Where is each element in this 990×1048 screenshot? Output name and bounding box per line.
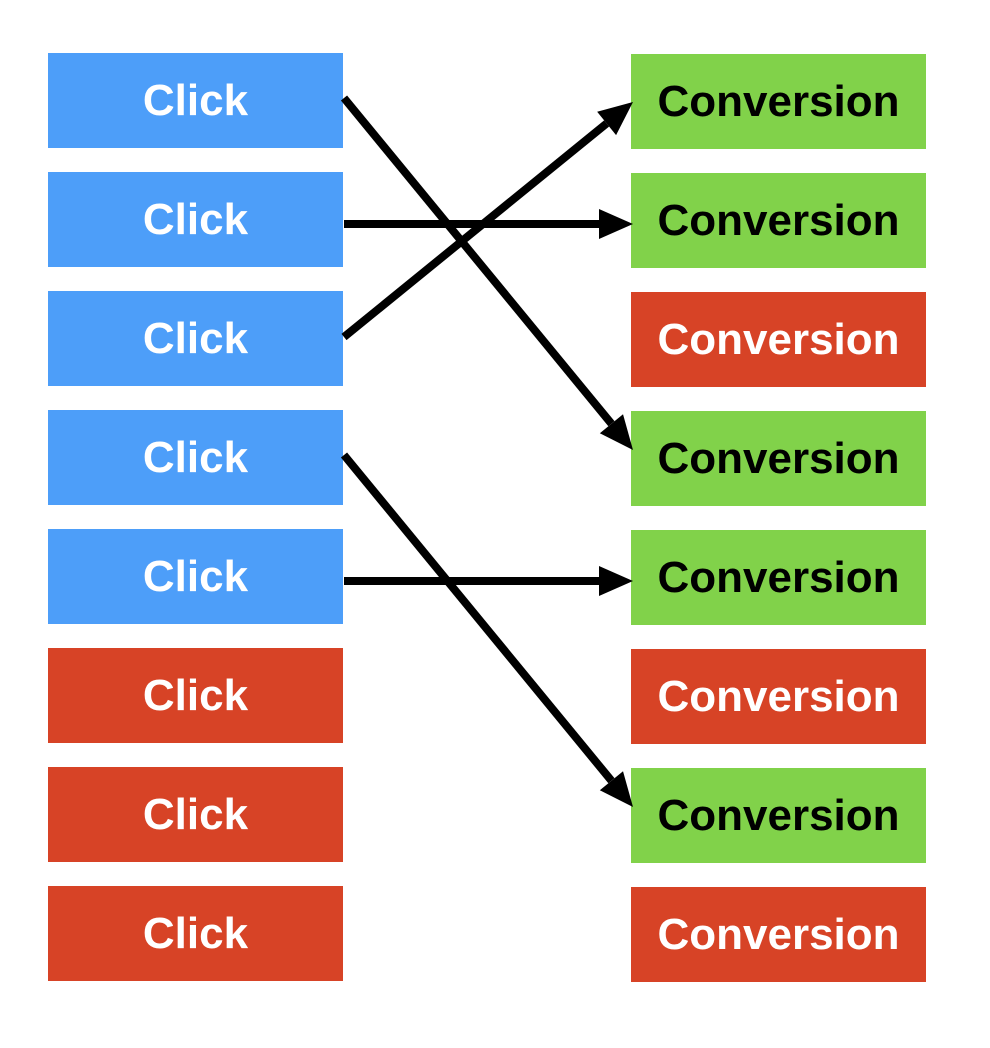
click-label: Click: [142, 551, 249, 601]
arrow-line-1: [340, 95, 615, 427]
click-label: Click: [142, 194, 249, 244]
click-box-7: Click: [48, 767, 343, 862]
conversion-label: Conversion: [657, 552, 900, 602]
conversion-label: Conversion: [657, 433, 900, 483]
conversion-label: Conversion: [657, 314, 900, 364]
arrow-line-3: [341, 120, 610, 341]
click-box-8: Click: [48, 886, 343, 981]
click-label: Click: [142, 908, 249, 958]
conversion-label: Conversion: [657, 671, 900, 721]
click-label: Click: [142, 313, 249, 363]
click-box-1: Click: [48, 53, 343, 148]
conversion-label: Conversion: [657, 909, 900, 959]
conversion-box-8: Conversion: [631, 887, 926, 982]
arrow-head-1: [599, 414, 633, 450]
conversion-label: Conversion: [657, 195, 900, 245]
arrow-head-5: [599, 566, 633, 596]
click-label: Click: [142, 432, 249, 482]
conversion-box-6: Conversion: [631, 649, 926, 744]
click-box-4: Click: [48, 410, 343, 505]
click-label: Click: [142, 789, 249, 839]
click-label: Click: [142, 670, 249, 720]
click-label: Click: [142, 75, 249, 125]
conversion-label: Conversion: [657, 790, 900, 840]
arrow-line-4: [340, 452, 615, 784]
conversion-box-2: Conversion: [631, 173, 926, 268]
conversion-box-1: Conversion: [631, 54, 926, 149]
click-box-3: Click: [48, 291, 343, 386]
arrow-head-3: [597, 102, 633, 136]
click-box-6: Click: [48, 648, 343, 743]
click-box-5: Click: [48, 529, 343, 624]
conversion-box-7: Conversion: [631, 768, 926, 863]
click-box-2: Click: [48, 172, 343, 267]
arrow-head-4: [599, 771, 633, 807]
conversion-box-4: Conversion: [631, 411, 926, 506]
conversion-label: Conversion: [657, 76, 900, 126]
conversion-box-3: Conversion: [631, 292, 926, 387]
conversion-box-5: Conversion: [631, 530, 926, 625]
arrow-head-2: [599, 209, 633, 239]
